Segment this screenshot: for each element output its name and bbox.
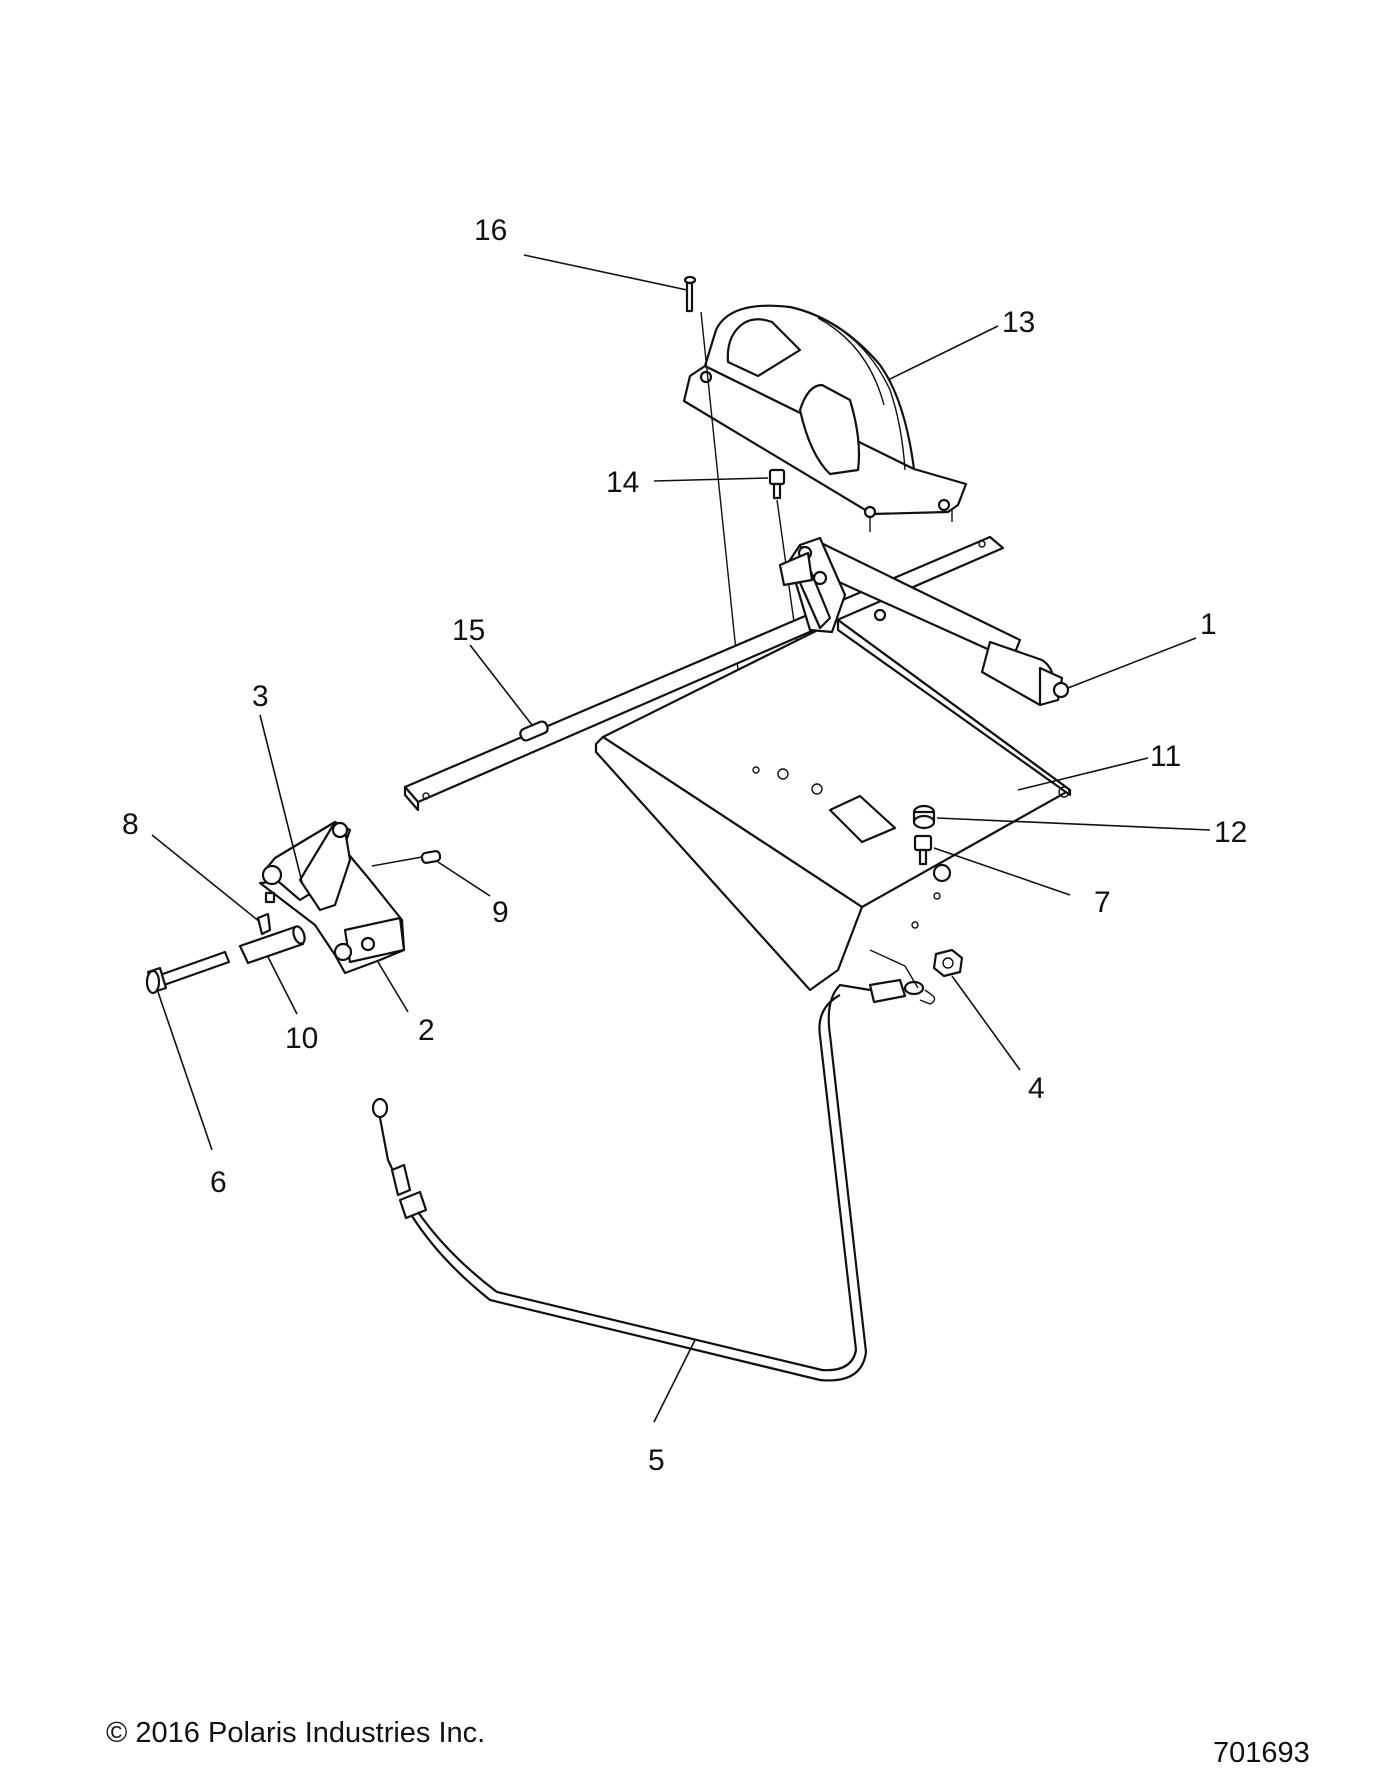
leader-12 [936,817,1211,831]
leader-4 [951,975,1021,1071]
callout-12: 12 [1214,816,1247,849]
callout-2: 2 [418,1014,435,1047]
callout-9: 9 [492,896,509,929]
callout-15: 15 [452,614,485,647]
callout-5: 5 [648,1444,665,1477]
bushing-10 [238,925,306,965]
brake-cable [371,949,936,1382]
bolt-6 [145,950,231,995]
callout-13: 13 [1002,306,1035,339]
callout-16: 16 [474,214,507,247]
copyright-text: © 2016 Polaris Industries Inc. [106,1717,486,1749]
mounting-plate [594,618,1072,992]
callout-8: 8 [122,808,139,841]
pin-9 [371,850,442,867]
leader-14 [653,477,769,482]
leader-3 [259,714,303,883]
callout-1: 1 [1200,608,1217,641]
leader-10 [267,956,298,1015]
leader-8 [151,834,261,923]
brake-lever [778,536,1070,707]
callout-14: 14 [606,466,639,499]
callout-10: 10 [285,1022,318,1055]
nut-4 [932,948,964,978]
callout-11: 11 [1150,740,1181,773]
leader-5 [653,1339,696,1423]
leader-11 [1017,757,1149,791]
leader-2 [377,961,409,1013]
leader-7 [933,847,1071,896]
bolt-14 [768,468,786,500]
callout-4: 4 [1028,1072,1045,1105]
callout-7: 7 [1094,886,1111,919]
leader-9 [437,861,491,897]
leader-1 [1067,637,1197,689]
leader-15 [469,644,533,726]
mounting-bar [403,535,1005,812]
clip-8 [256,912,272,936]
leader-16 [523,254,688,291]
callout-6: 6 [210,1166,227,1199]
leader-13 [887,325,999,381]
grommet-12 [912,804,936,830]
leader-6 [157,991,213,1151]
pivot-bracket [258,820,406,975]
screw-16 [683,275,697,313]
bolt-7 [913,834,933,866]
callout-3: 3 [252,680,269,713]
console-cover [682,304,968,532]
diagram-number: 701693 [1213,1737,1310,1769]
